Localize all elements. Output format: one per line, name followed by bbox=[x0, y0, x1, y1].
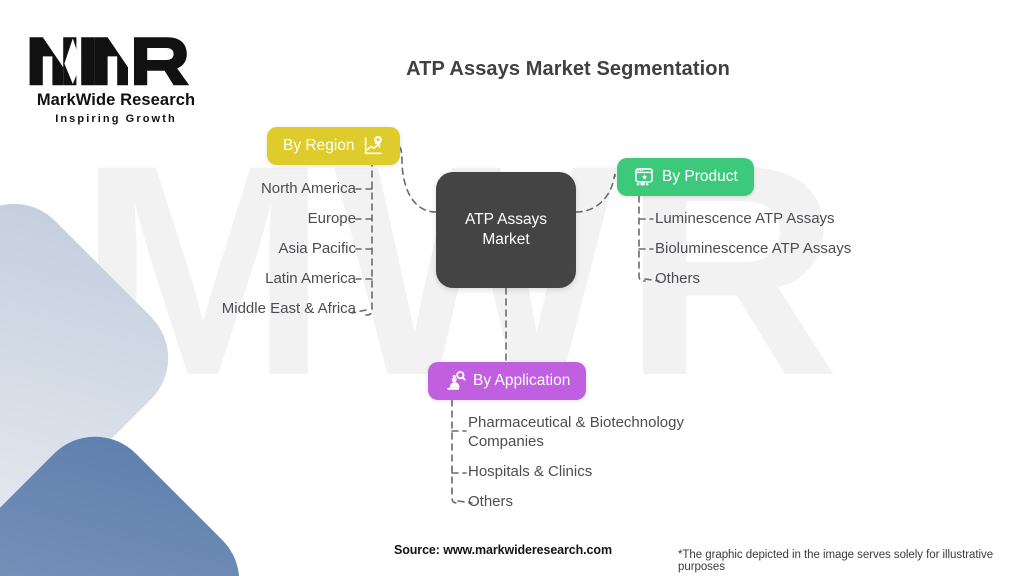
list-item: Others bbox=[468, 493, 514, 510]
decorative-square-dark bbox=[0, 412, 264, 576]
branch-badge-application-label: By Application bbox=[473, 372, 571, 389]
page-title: ATP Assays Market Segmentation bbox=[0, 58, 1024, 81]
list-item: Europe bbox=[307, 210, 356, 227]
branch-badge-product[interactable]: By Product bbox=[617, 158, 754, 196]
center-node[interactable]: ATP Assays Market bbox=[436, 172, 576, 288]
branch-badge-region[interactable]: By Region bbox=[267, 127, 400, 165]
list-item: Bioluminescence ATP Assays bbox=[655, 240, 852, 257]
list-item: North America bbox=[260, 180, 356, 197]
list-item: Hospitals & Clinics bbox=[468, 463, 593, 480]
product-item-list: Luminescence ATP Assays Bioluminescence … bbox=[655, 209, 955, 299]
chart-location-icon bbox=[362, 135, 384, 157]
list-item: Asia Pacific bbox=[278, 240, 356, 257]
branch-badge-product-label: By Product bbox=[662, 168, 738, 185]
source-label: Source: www.markwideresearch.com bbox=[394, 543, 612, 557]
branch-badge-application[interactable]: By Application bbox=[428, 362, 587, 400]
brand-name: MarkWide Research bbox=[36, 91, 196, 109]
list-item: Middle East & Africa bbox=[221, 300, 356, 317]
list-item: Others bbox=[655, 270, 701, 287]
product-window-icon bbox=[633, 166, 655, 188]
microscope-search-icon bbox=[444, 370, 466, 392]
list-item: Pharmaceutical & Biotechnology Companies bbox=[468, 414, 684, 450]
page-title-text: ATP Assays Market Segmentation bbox=[406, 58, 730, 80]
brand-logo: MarkWide Research Inspiring Growth bbox=[26, 30, 206, 125]
application-item-list: Pharmaceutical & Biotechnology Companies… bbox=[468, 413, 728, 522]
brand-tagline: Inspiring Growth bbox=[55, 113, 177, 125]
mwr-logo-icon bbox=[29, 37, 190, 86]
list-item: Latin America bbox=[265, 270, 356, 287]
center-node-label: ATP Assays Market bbox=[464, 211, 548, 248]
region-item-list: North America Europe Asia Pacific Latin … bbox=[150, 179, 356, 329]
branch-badge-region-label: By Region bbox=[283, 137, 355, 154]
list-item: Luminescence ATP Assays bbox=[655, 210, 835, 227]
disclaimer-label: *The graphic depicted in the image serve… bbox=[678, 549, 994, 573]
